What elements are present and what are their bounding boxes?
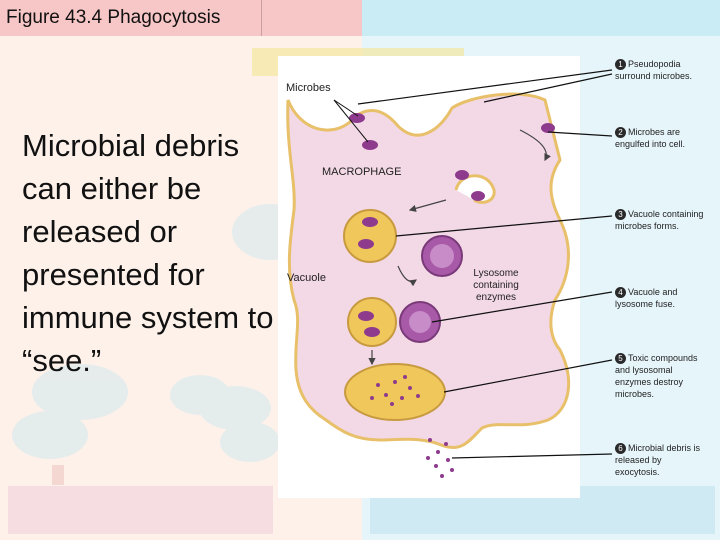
title-strip (262, 0, 362, 36)
microbe (364, 327, 380, 337)
released-debris (426, 438, 454, 478)
microbe (455, 170, 469, 180)
bg-panel-top-right (362, 0, 720, 36)
macrophage-label: MACROPHAGE (322, 166, 402, 178)
bg-panel-bottom-left (8, 486, 273, 534)
digesting-vacuole (344, 363, 446, 421)
microbe (362, 217, 378, 227)
lysosome-label: Lysosome containing enzymes (473, 268, 519, 303)
leader-lines (357, 69, 613, 459)
slide-title: Figure 43.4 Phagocytosis (0, 0, 262, 36)
microbe (349, 113, 365, 123)
microbes-label: Microbes (286, 82, 331, 94)
fusing-vacuole (347, 297, 397, 347)
vacuole-label: Vacuole (287, 272, 326, 284)
microbe (471, 191, 485, 201)
microbe (541, 123, 555, 133)
slide-body-text: Microbial debris can either be released … (22, 128, 274, 378)
debris-dots (370, 375, 420, 406)
microbe (362, 140, 378, 150)
microbe (358, 311, 374, 321)
microbe (358, 239, 374, 249)
